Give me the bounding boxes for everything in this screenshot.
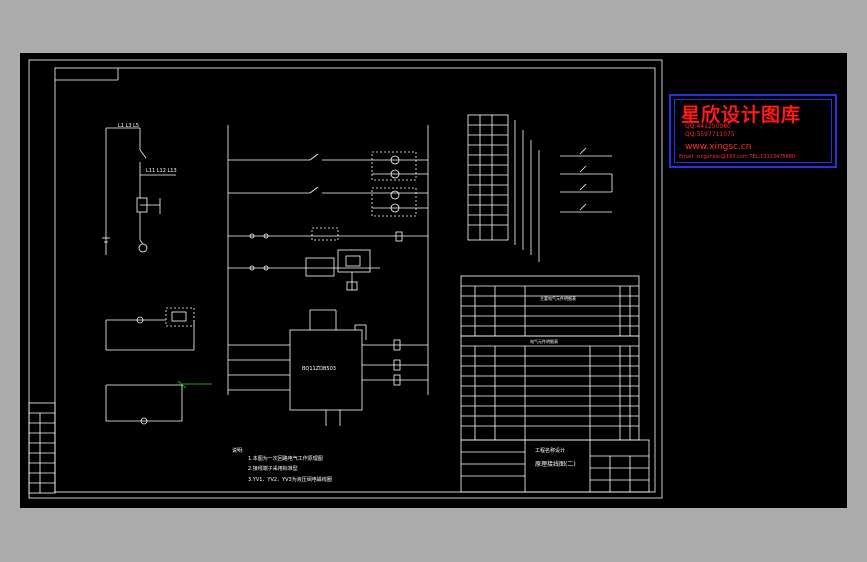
watermark-url: www.xingsc.cn bbox=[685, 142, 752, 152]
controller-block: BQ11ZDB503 bbox=[228, 309, 428, 426]
notes: 说明: 1.本图为一次回路电气工作原理图 2.接线端子采用标准型 3.YV1、Y… bbox=[232, 447, 332, 483]
watermark-email: Email: xingshesc@163.com TEL:13113475880 bbox=[679, 154, 796, 160]
control-circuit-mid-left bbox=[105, 307, 195, 351]
table2-heading: 电气元件明细表 bbox=[530, 338, 558, 344]
component-table-2: 电气元件明细表 bbox=[460, 335, 640, 441]
motor-group-2 bbox=[371, 187, 428, 217]
ref-label-mid-left: L11 L12 L13 bbox=[146, 168, 177, 174]
control-circuit-top-left: L1 L3 L5 L11 L12 L13 bbox=[102, 123, 177, 255]
interlock-box bbox=[311, 227, 339, 241]
motor-group-1 bbox=[371, 151, 428, 181]
control-circuit-bottom-left bbox=[105, 380, 212, 425]
title-block-drawing-name: 原理接线图(二) bbox=[535, 460, 576, 468]
watermark-title: 星欣设计图库 bbox=[681, 104, 802, 126]
note-2: 2.接线端子采用标准型 bbox=[248, 465, 298, 472]
terminal-strip bbox=[467, 114, 540, 262]
controller-label: BQ11ZDB503 bbox=[302, 366, 336, 372]
watermark-box: 星欣设计图库 QQ:441250980 QQ:3597711075 www.xi… bbox=[669, 94, 837, 168]
watermark-inner-border bbox=[674, 99, 832, 163]
inner-frame bbox=[54, 67, 656, 493]
notes-heading: 说明: bbox=[232, 447, 244, 454]
outer-frame bbox=[28, 59, 663, 499]
watermark-qq1: QQ:441250980 bbox=[685, 123, 731, 130]
note-3: 3.YV1、YV2、YV3为液压阀电磁线圈 bbox=[248, 476, 332, 483]
title-block: 工程名称设计 原理接线图(二) bbox=[460, 439, 650, 493]
main-power-bus bbox=[227, 125, 429, 395]
table1-heading: 主要电气元件明细表 bbox=[540, 295, 576, 301]
revision-table bbox=[28, 402, 56, 494]
component-table-1: 主要电气元件明细表 bbox=[460, 275, 640, 337]
note-1: 1.本图为一次回路电气工作原理图 bbox=[248, 455, 323, 462]
title-block-project: 工程名称设计 bbox=[535, 447, 565, 454]
watermark-qq2: QQ:3597711075 bbox=[685, 131, 735, 138]
switch-symbols bbox=[560, 147, 613, 213]
ref-label-top-left: L1 L3 L5 bbox=[118, 123, 139, 129]
